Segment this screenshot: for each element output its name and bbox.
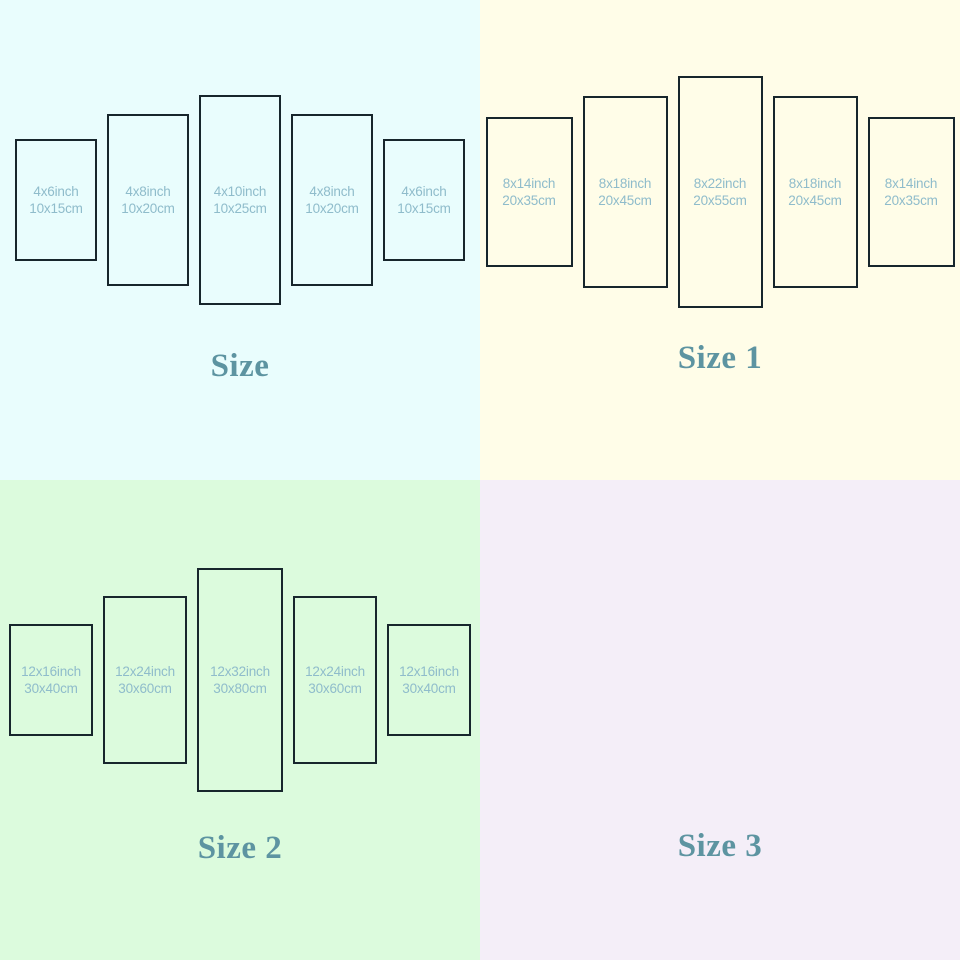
panel-size-cm-label: 20x35cm [884,193,938,208]
panel-size-cm-label: 30x60cm [308,681,362,696]
size-variant-title: Size 3 [677,828,763,864]
canvas-panel: 8x18inch 20x45cm [772,96,858,288]
panel-size-inch-label: 4x6inch [401,184,447,199]
canvas-panel: 4x10inch 10x25cm [199,95,281,305]
canvas-panel: 8x22inch 20x55cm [677,76,763,308]
panel-size-inch-label: 8x18inch [788,176,842,191]
canvas-panel: 12x24inch 30x60cm [293,596,377,764]
canvas-panel: 4x8inch 10x20cm [291,114,373,286]
size-variant-title: Size 1 [677,340,763,376]
panel-size-inch-label: 12x16inch [21,664,81,679]
panel-size-inch-label: 8x22inch [693,176,747,191]
panel-size-cm-label: 20x55cm [693,193,747,208]
panel-size-cm-label: 10x20cm [121,201,175,216]
canvas-panel: 8x14inch 20x35cm [485,117,573,267]
panel-row: 4x6inch 10x15cm 4x8inch 10x20cm 4x10inch 10x2… [0,0,480,400]
panel-size-inch-label: 8x18inch [598,176,652,191]
canvas-panel: 4x6inch 10x15cm [383,139,465,261]
panel-size-inch-label: 12x24inch [115,664,175,679]
panel-size-cm-label: 10x20cm [305,201,359,216]
canvas-panel: 4x8inch 10x20cm [107,114,189,286]
panel-size-cm-label: 20x35cm [502,193,556,208]
canvas-panel: 4x6inch 10x15cm [15,139,97,261]
canvas-panel: 12x24inch 30x60cm [103,596,187,764]
panel-size-cm-label: 20x45cm [788,193,842,208]
panel-size-cm-label: 10x15cm [397,201,451,216]
size-variant-quadrant: 4x6inch 10x15cm 4x8inch 10x20cm 4x10inch 10x2… [0,0,480,480]
canvas-panel: 8x14inch 20x35cm [867,117,955,267]
canvas-panel: 12x32inch 30x80cm [197,568,283,792]
panel-size-cm-label: 30x60cm [118,681,172,696]
panel-row: 12x16inch 30x40cm 12x24inch 30x60cm 12x32inc… [0,480,480,880]
panel-size-cm-label: 20x45cm [598,193,652,208]
panel-size-inch-label: 8x14inch [884,176,938,191]
panel-size-inch-label: 12x32inch [210,664,270,679]
size-variant-title: Size 2 [197,830,283,866]
canvas-panel: 12x16inch 30x40cm [387,624,471,736]
panel-row: 8x14inch 20x35cm 8x18inch 20x45cm 8x22inch 20… [480,0,960,392]
canvas-panel: 12x16inch 30x40cm [9,624,93,736]
panel-size-inch-label: 4x8inch [125,184,171,199]
panel-size-inch-label: 4x8inch [309,184,355,199]
size-variant-quadrant: 12x16inch 30x40cm 12x24inch 30x60cm 12x32inc… [0,480,480,960]
panel-size-cm-label: 30x40cm [24,681,78,696]
panel-size-inch-label: 12x24inch [305,664,365,679]
canvas-panel: 8x18inch 20x45cm [582,96,668,288]
panel-size-inch-label: 4x10inch [213,184,267,199]
panel-size-cm-label: 10x25cm [213,201,267,216]
size-variant-quadrant: 8x14inch 20x35cm 8x18inch 20x45cm 8x22inch 20… [480,0,960,480]
panel-size-cm-label: 30x80cm [213,681,267,696]
panel-size-cm-label: 30x40cm [402,681,456,696]
panel-size-cm-label: 10x15cm [29,201,83,216]
panel-size-inch-label: 12x16inch [399,664,459,679]
panel-size-inch-label: 8x14inch [502,176,556,191]
size-variant-quadrant: 16x24inch40x60cm16x32inch40x80cm16x40inc… [480,480,960,960]
panel-size-inch-label: 4x6inch [33,184,79,199]
size-variant-title: Size [210,348,270,384]
